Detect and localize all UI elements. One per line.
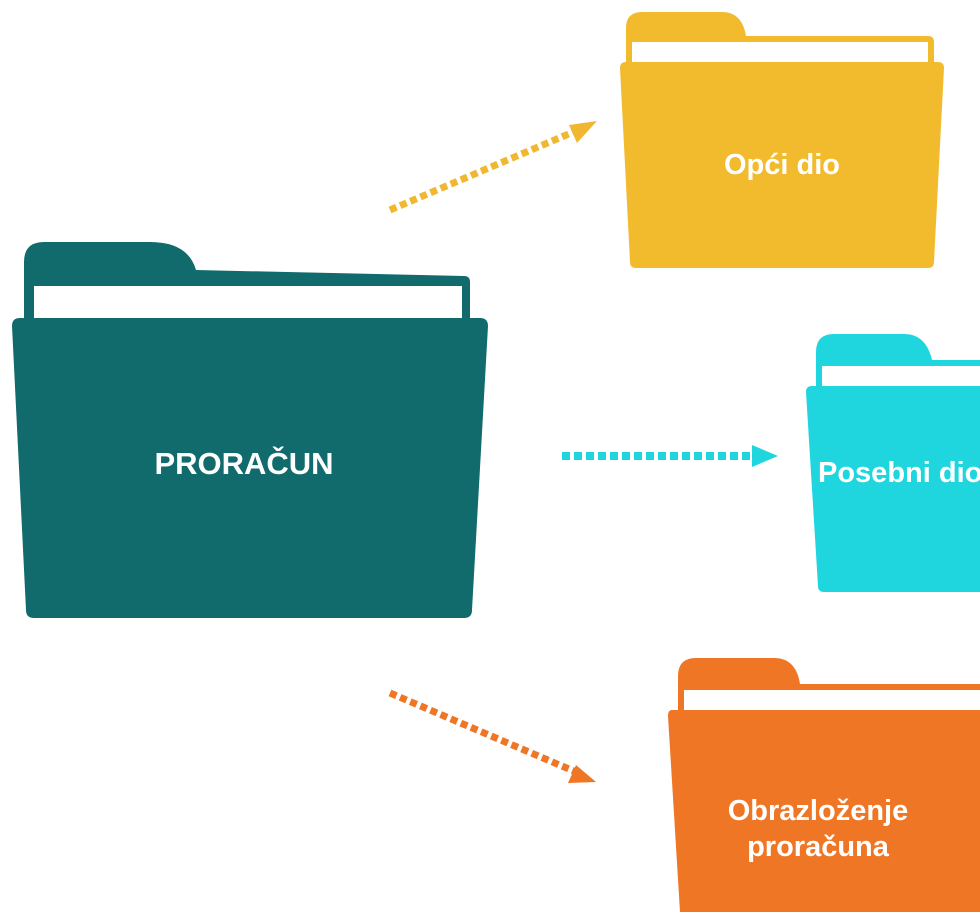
arrow-to-explanation xyxy=(388,689,596,783)
arrow-to-general-head xyxy=(569,121,597,143)
special-folder-label: Posebni dio xyxy=(818,457,980,489)
general-folder: Opći dio xyxy=(620,12,944,268)
special-folder-front xyxy=(806,386,980,592)
main-folder-front xyxy=(12,318,488,618)
explanation-folder-front xyxy=(668,710,980,912)
arrow-to-general xyxy=(388,121,597,214)
arrow-to-special xyxy=(562,445,778,467)
main-folder: PRORAČUN xyxy=(12,242,488,618)
explanation-folder-label-line2: proračuna xyxy=(747,831,890,863)
arrow-to-explanation-head xyxy=(568,765,596,783)
general-folder-front xyxy=(620,62,944,268)
arrow-to-explanation-line xyxy=(388,689,578,776)
explanation-folder: Obrazloženje proračuna xyxy=(668,658,980,912)
arrow-to-special-head xyxy=(752,445,778,467)
general-folder-label: Opći dio xyxy=(724,149,840,181)
special-folder: Posebni dio xyxy=(806,334,980,592)
main-folder-label: PRORAČUN xyxy=(154,445,333,481)
explanation-folder-label-line1: Obrazloženje xyxy=(728,795,909,827)
arrow-to-general-line xyxy=(388,126,580,214)
